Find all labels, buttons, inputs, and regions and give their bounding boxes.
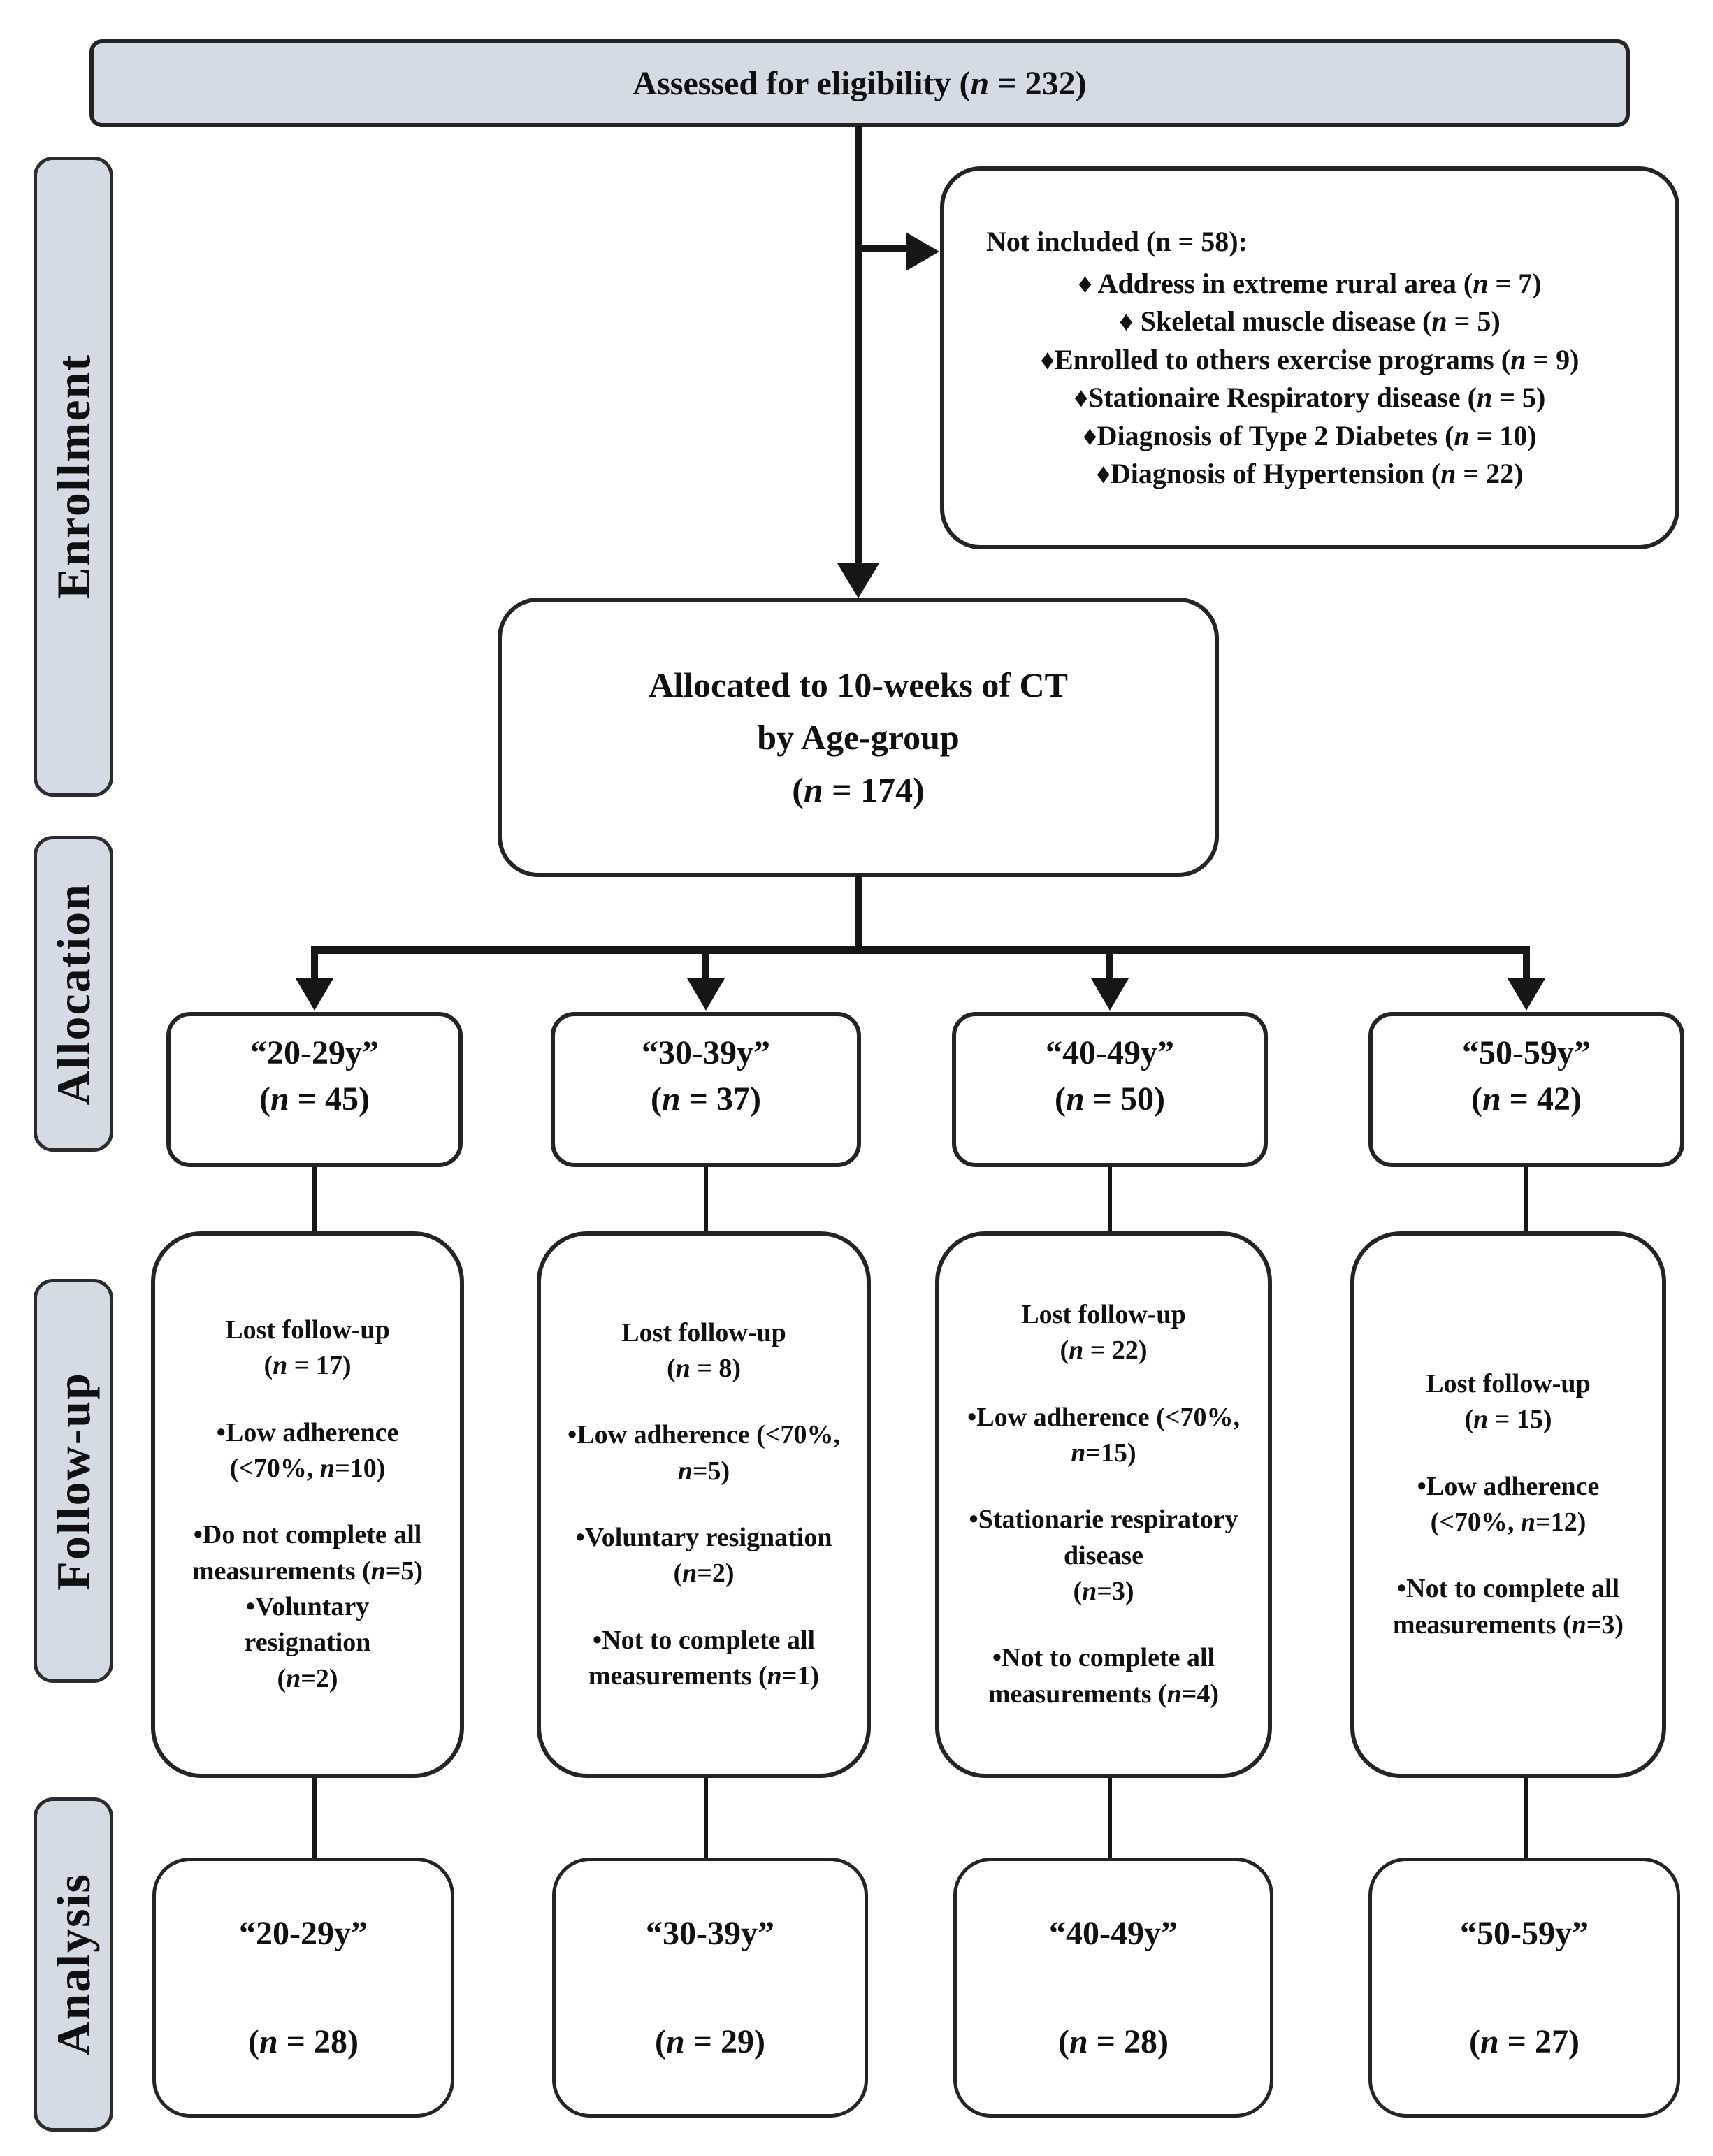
stage-label-enrollment-text: Enrollment — [46, 354, 100, 600]
connector-line — [312, 1167, 317, 1231]
followup-block: •Low adherence (<70%, n=10) — [216, 1417, 399, 1484]
followup-block: •Not to complete all measurements (n=1) — [588, 1625, 820, 1691]
connector-line — [312, 1778, 317, 1858]
fanout-arrow-head-icon — [687, 978, 725, 1011]
analysis-age-label: “50-59y” — [1460, 1915, 1589, 1952]
fanout-drop-line — [1523, 946, 1530, 981]
stage-label-analysis: Analysis — [34, 1797, 113, 2132]
connector-line — [704, 1167, 708, 1231]
stage-label-analysis-text: Analysis — [46, 1873, 100, 2056]
stage-label-enrollment: Enrollment — [34, 157, 113, 797]
stage-label-allocation-text: Allocation — [46, 882, 100, 1106]
not-included-item: ♦ Skeletal muscle disease (n = 5) — [1119, 305, 1501, 338]
analysis-age-label: “40-49y” — [1049, 1915, 1178, 1952]
allocation-count: (n = 50) — [1054, 1080, 1166, 1118]
allocated-text: Allocated to 10-weeks of CT by Age-group… — [649, 665, 1068, 809]
connector-line — [704, 1778, 708, 1858]
analysis-count: (n = 27) — [1468, 2023, 1580, 2060]
connector-line — [1524, 1778, 1528, 1858]
fanout-horizontal-line — [311, 946, 1530, 954]
assessed-eligibility-text: Assessed for eligibility (n = 232) — [633, 64, 1087, 102]
followup-block: •Low adherence (<70%, n=15) — [967, 1402, 1240, 1468]
followup-block: •Not to complete all measurements (n=4) — [988, 1643, 1220, 1709]
fanout-stem-line — [855, 875, 862, 949]
followup-box-50-59: Lost follow-up (n = 15) •Low adherence (… — [1350, 1231, 1666, 1778]
followup-block: Lost follow-up (n = 8) — [621, 1317, 786, 1384]
analysis-count: (n = 28) — [1057, 2023, 1169, 2060]
allocation-count: (n = 45) — [259, 1080, 370, 1118]
allocation-age-label: “20-29y” — [250, 1034, 379, 1071]
allocation-box-20-29: “20-29y” (n = 45) — [166, 1012, 463, 1167]
followup-block: Lost follow-up (n = 17) — [225, 1315, 390, 1381]
analysis-count: (n = 29) — [654, 2023, 766, 2060]
fanout-arrow-head-icon — [296, 978, 333, 1011]
not-included-title: Not included (n = 58): — [986, 225, 1248, 257]
followup-block: Lost follow-up (n = 22) — [1021, 1300, 1186, 1366]
connector-line — [1108, 1778, 1112, 1858]
allocation-count: (n = 37) — [650, 1080, 762, 1118]
not-included-box: Not included (n = 58): ♦ Address in extr… — [940, 166, 1679, 549]
arrow-to-not-included-head-icon — [906, 232, 939, 271]
allocation-count: (n = 42) — [1470, 1080, 1582, 1118]
analysis-box-50-59: “50-59y” (n = 27) — [1368, 1858, 1680, 2118]
fanout-arrow-head-icon — [1508, 978, 1545, 1011]
allocation-box-30-39: “30-39y” (n = 37) — [551, 1012, 861, 1167]
not-included-item: ♦Enrolled to others exercise programs (n… — [1040, 343, 1580, 375]
followup-block: •Low adherence (<70%, n=5) — [568, 1420, 840, 1486]
fanout-drop-line — [1106, 946, 1113, 981]
assessed-eligibility-box: Assessed for eligibility (n = 232) — [89, 39, 1630, 127]
not-included-item: ♦Stationaire Respiratory disease (n = 5) — [1074, 382, 1546, 414]
fanout-drop-line — [311, 946, 318, 981]
analysis-box-20-29: “20-29y” (n = 28) — [152, 1858, 454, 2118]
allocated-box: Allocated to 10-weeks of CT by Age-group… — [498, 598, 1219, 877]
not-included-item: ♦Diagnosis of Type 2 Diabetes (n = 10) — [1083, 419, 1537, 451]
connector-line — [1524, 1167, 1528, 1231]
stage-label-followup: Follow-up — [34, 1279, 113, 1683]
not-included-item: ♦ Address in extreme rural area (n = 7) — [1078, 268, 1542, 300]
followup-block: Lost follow-up (n = 15) — [1426, 1369, 1591, 1435]
arrow-assessed-to-allocated-line — [855, 126, 862, 565]
fanout-arrow-head-icon — [1091, 978, 1129, 1011]
allocation-age-label: “40-49y” — [1046, 1034, 1174, 1071]
analysis-age-label: “20-29y” — [239, 1915, 368, 1952]
allocation-age-label: “50-59y” — [1462, 1034, 1591, 1071]
followup-box-30-39: Lost follow-up (n = 8) •Low adherence (<… — [537, 1231, 871, 1778]
not-included-item: ♦Diagnosis of Hypertension (n = 22) — [1096, 457, 1524, 489]
followup-block: •Voluntary resignation (n=2) — [575, 1523, 832, 1589]
followup-box-20-29: Lost follow-up (n = 17) •Low adherence (… — [151, 1231, 464, 1778]
connector-line — [1108, 1167, 1112, 1231]
allocation-age-label: “30-39y” — [642, 1034, 770, 1071]
followup-box-40-49: Lost follow-up (n = 22) •Low adherence (… — [935, 1231, 1272, 1778]
analysis-box-40-49: “40-49y” (n = 28) — [953, 1858, 1273, 2118]
analysis-count: (n = 28) — [247, 2023, 359, 2060]
allocation-box-50-59: “50-59y” (n = 42) — [1368, 1012, 1684, 1167]
followup-block: •Not to complete all measurements (n=3) — [1392, 1574, 1624, 1640]
arrow-to-not-included-line — [858, 245, 909, 252]
fanout-drop-line — [702, 946, 709, 981]
allocation-box-40-49: “40-49y” (n = 50) — [952, 1012, 1268, 1167]
analysis-box-30-39: “30-39y” (n = 29) — [552, 1858, 868, 2118]
analysis-age-label: “30-39y” — [646, 1915, 774, 1952]
followup-block: •Do not complete all measurements (n=5) … — [191, 1520, 424, 1693]
arrow-assessed-to-allocated-head-icon — [837, 563, 879, 598]
followup-block: •Stationarie respiratory disease (n=3) — [969, 1505, 1238, 1606]
followup-block: •Low adherence (<70%, n=12) — [1417, 1471, 1600, 1537]
stage-label-allocation: Allocation — [34, 836, 113, 1152]
stage-label-followup-text: Follow-up — [46, 1371, 100, 1591]
